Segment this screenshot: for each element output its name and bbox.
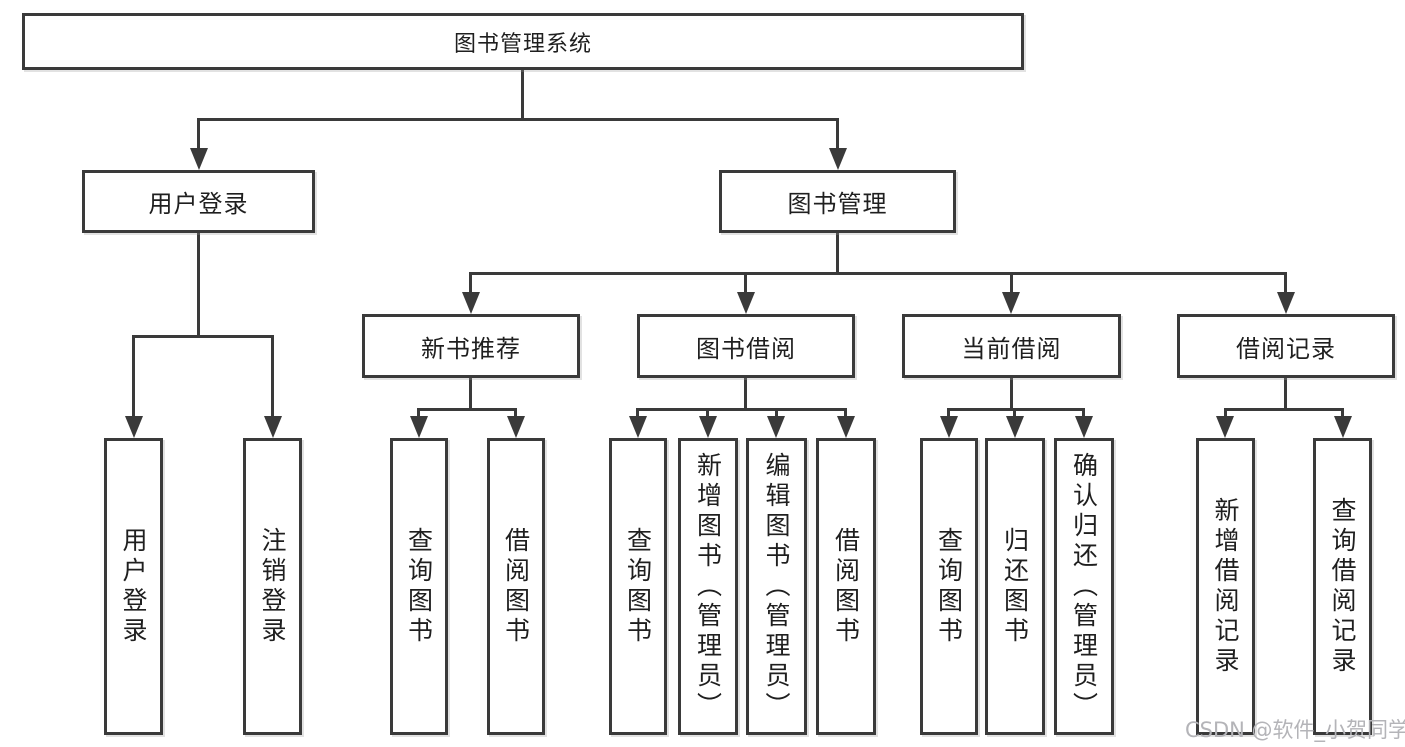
- edge-book-mgmt-stem: [836, 233, 839, 275]
- edge-to-bb-query: [636, 408, 639, 420]
- node-cb-query: 查询图书: [920, 438, 978, 735]
- node-bb-borrow-label: 借阅图书: [831, 526, 861, 647]
- node-new-book: 新书推荐: [362, 314, 580, 378]
- node-cb-confirm: 确认归还（管理员）: [1054, 438, 1114, 735]
- edge-to-cb-query: [947, 408, 950, 420]
- arrow-down-icon: [829, 148, 847, 170]
- arrow-down-icon: [1006, 416, 1024, 438]
- node-br-query-label: 查询借阅记录: [1328, 496, 1357, 677]
- node-ul-logout-label: 注销登录: [258, 526, 287, 647]
- node-book-borrow: 图书借阅: [637, 314, 855, 378]
- arrow-down-icon: [767, 416, 785, 438]
- arrow-down-icon: [462, 292, 480, 314]
- node-root: 图书管理系统: [22, 13, 1024, 70]
- node-user-login: 用户登录: [82, 170, 315, 233]
- edge-to-nb-query: [417, 408, 420, 420]
- edge-to-book-borrow: [744, 272, 747, 296]
- node-nb-query: 查询图书: [390, 438, 448, 735]
- arrow-down-icon: [940, 416, 958, 438]
- node-bb-add-label: 新增图书（管理员）: [693, 451, 723, 722]
- edge-to-ul-logout: [271, 335, 274, 418]
- node-nb-query-label: 查询图书: [404, 526, 434, 647]
- node-ul-logout: 注销登录: [243, 438, 302, 735]
- edge-root-bar: [197, 118, 839, 121]
- node-nb-borrow-label: 借阅图书: [501, 526, 531, 647]
- edge-to-current-borrow: [1010, 272, 1013, 296]
- edge-current-borrow-bar: [947, 408, 1085, 411]
- edge-to-br-add: [1224, 408, 1227, 420]
- node-cb-return-label: 归还图书: [1000, 526, 1030, 647]
- edge-book-mgmt-bar: [469, 272, 1287, 275]
- arrow-down-icon: [507, 416, 525, 438]
- arrow-down-icon: [125, 416, 143, 438]
- arrow-down-icon: [410, 416, 428, 438]
- node-root-label: 图书管理系统: [453, 31, 592, 57]
- edge-to-bb-borrow: [844, 408, 847, 420]
- node-current-borrow: 当前借阅: [902, 314, 1121, 378]
- node-br-query: 查询借阅记录: [1313, 438, 1372, 735]
- node-cb-return: 归还图书: [985, 438, 1045, 735]
- node-current-borrow-label: 当前借阅: [961, 334, 1062, 363]
- arrow-down-icon: [1334, 416, 1352, 438]
- arrow-down-icon: [190, 148, 208, 170]
- node-ul-login: 用户登录: [104, 438, 163, 735]
- node-bb-borrow: 借阅图书: [816, 438, 876, 735]
- edge-borrow-record-stem: [1284, 378, 1287, 411]
- node-book-mgmt: 图书管理: [719, 170, 956, 233]
- node-borrow-record-label: 借阅记录: [1236, 334, 1336, 363]
- node-user-login-label: 用户登录: [148, 190, 249, 218]
- edge-borrow-record-bar: [1224, 408, 1344, 411]
- edge-user-login-stem: [197, 233, 200, 335]
- arrow-down-icon: [1002, 292, 1020, 314]
- edge-to-user-login: [197, 118, 200, 152]
- node-new-book-label: 新书推荐: [421, 334, 521, 363]
- edge-to-borrow-record: [1284, 272, 1287, 296]
- edge-to-ul-login: [132, 335, 135, 418]
- arrow-down-icon: [699, 416, 717, 438]
- edge-to-bb-add: [706, 408, 709, 420]
- edge-root-stem: [521, 70, 524, 118]
- node-br-add-label: 新增借阅记录: [1211, 496, 1240, 677]
- edge-current-borrow-stem: [1010, 378, 1013, 411]
- edge-to-cb-confirm: [1082, 408, 1085, 420]
- node-bb-query: 查询图书: [609, 438, 667, 735]
- edge-new-book-stem: [469, 378, 472, 411]
- node-bb-edit-label: 编辑图书（管理员）: [762, 451, 791, 722]
- node-borrow-record: 借阅记录: [1177, 314, 1395, 378]
- arrow-down-icon: [264, 416, 282, 438]
- arrow-down-icon: [837, 416, 855, 438]
- node-br-add: 新增借阅记录: [1196, 438, 1255, 735]
- edge-to-br-query: [1341, 408, 1344, 420]
- node-bb-edit: 编辑图书（管理员）: [746, 438, 807, 735]
- arrow-down-icon: [737, 292, 755, 314]
- node-ul-login-label: 用户登录: [119, 526, 148, 647]
- node-book-borrow-label: 图书借阅: [696, 334, 796, 363]
- node-nb-borrow: 借阅图书: [487, 438, 545, 735]
- edge-book-borrow-stem: [744, 378, 747, 411]
- node-cb-confirm-label: 确认归还（管理员）: [1069, 451, 1099, 722]
- edge-to-nb-borrow: [514, 408, 517, 420]
- node-book-mgmt-label: 图书管理: [787, 190, 888, 218]
- edge-to-book-mgmt: [836, 118, 839, 152]
- edge-user-login-bar: [132, 335, 274, 338]
- edge-to-bb-edit: [775, 408, 778, 420]
- csdn-watermark: CSDN @软件_小贺同学: [1185, 718, 1405, 742]
- edge-new-book-bar: [417, 408, 517, 411]
- node-bb-query-label: 查询图书: [623, 526, 653, 647]
- node-bb-add: 新增图书（管理员）: [678, 438, 738, 735]
- arrow-down-icon: [1075, 416, 1093, 438]
- edge-to-cb-return: [1013, 408, 1016, 420]
- node-cb-query-label: 查询图书: [934, 526, 964, 647]
- arrow-down-icon: [1277, 292, 1295, 314]
- edge-to-new-book: [469, 272, 472, 296]
- arrow-down-icon: [629, 416, 647, 438]
- edge-book-borrow-bar: [636, 408, 847, 411]
- arrow-down-icon: [1216, 416, 1234, 438]
